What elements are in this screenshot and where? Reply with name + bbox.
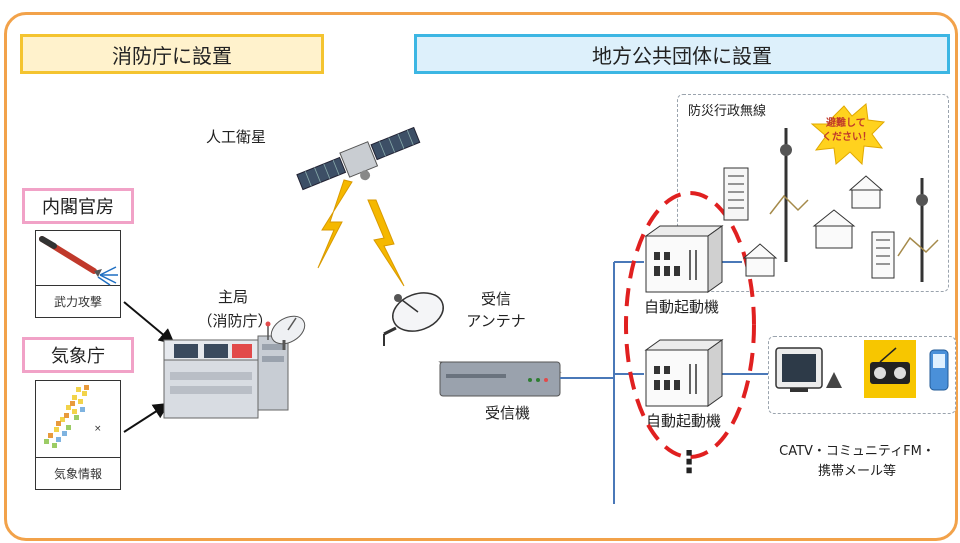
satellite-label: 人工衛星 [206,128,267,146]
media-label: CATV・コミュニティFM・ [779,444,935,459]
radio-icon [864,340,916,398]
auto-start-label-2: 自動起動機 [646,412,722,430]
arrow-cabinet-to-station [123,301,176,345]
lightning-bolt-uplink [317,179,353,269]
main-station-label: 主局 [217,288,248,306]
agency-meteorological: 気象庁 [22,337,134,373]
receiver-box-icon [438,361,562,397]
auto-start-label-1: 自動起動機 [644,298,720,316]
missile-panel [35,230,121,286]
station-dish-icon [265,315,306,350]
weather-panel: × [35,380,121,458]
caption-armed-attack: 武力攻撃 [35,286,121,318]
lightning-bolt-downlink [367,199,405,287]
header-local-government: 地方公共団体に設置 [414,34,950,74]
receiving-antenna-icon [383,292,444,346]
weather-map-icon: × [44,385,102,448]
alert-speech-line2: ください！ [822,132,872,143]
tv-icon [775,347,842,392]
main-station-sublabel: （消防庁） [197,312,273,330]
disaster-radio-scene [723,103,939,282]
mobile-phone-icon [929,349,949,391]
agency-cabinet-secretariat: 内閣官房 [22,188,134,224]
receiver-antenna-label: 受信 [480,290,511,308]
auto-start-unit-2-icon [644,339,724,407]
disaster-radio-label: 防災行政無線 [688,104,767,119]
missile-icon [39,236,118,286]
alert-speech-line1: 避難して [826,118,866,129]
auto-start-highlight-ellipse [624,191,756,459]
header-fire-agency: 消防庁に設置 [20,34,324,74]
satellite-icon [296,126,421,191]
media-devices [775,340,949,398]
svg-text:×: × [94,424,102,434]
arrow-weather-to-station [123,402,170,433]
continuation-mark: ⋮ [674,445,704,480]
caption-weather-info: 気象情報 [35,458,121,490]
alert-speech-burst [810,103,886,166]
auto-start-unit-1-icon [644,225,724,293]
receiver-antenna-sublabel: アンテナ [466,312,526,330]
main-station-console-icon [163,335,289,419]
receiver-label: 受信機 [485,404,531,422]
media-sublabel: 携帯メール等 [817,464,896,479]
